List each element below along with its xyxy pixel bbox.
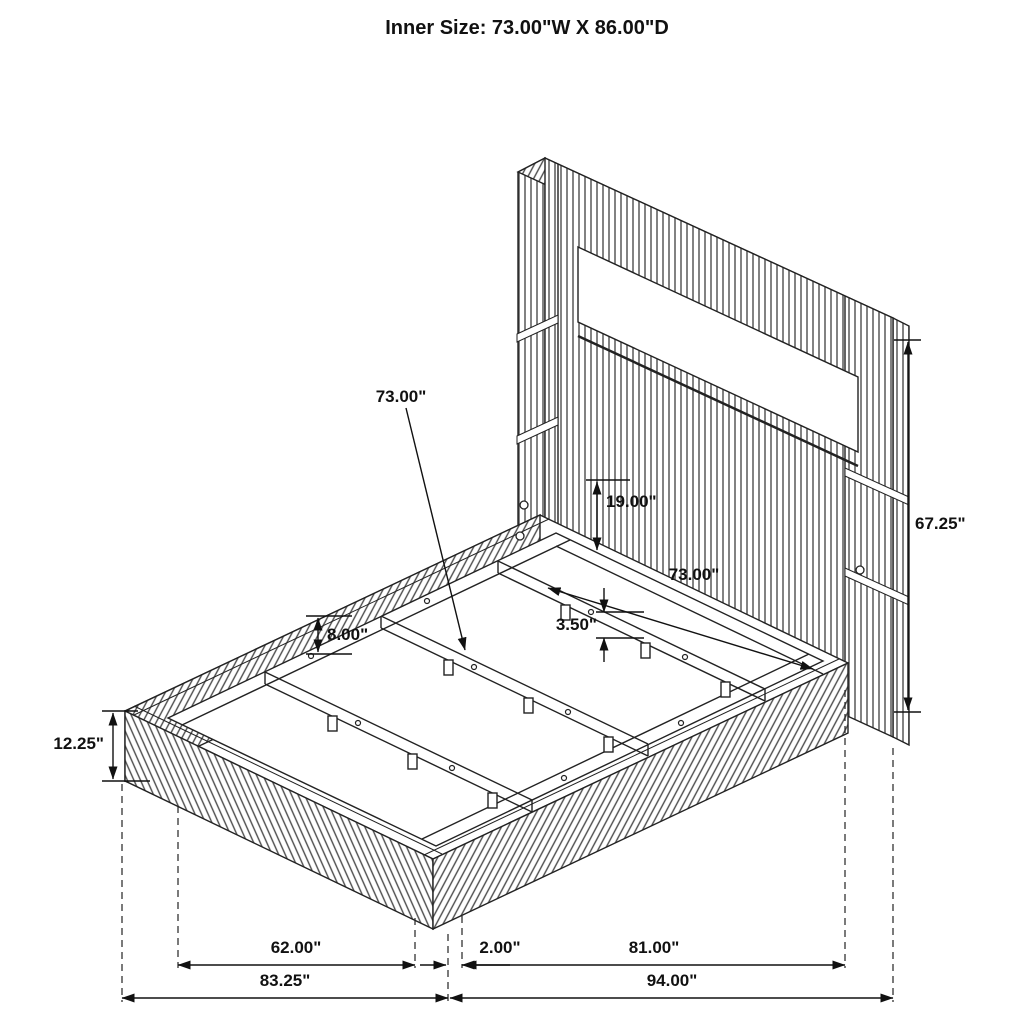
bolt-holes <box>515 500 865 575</box>
slat-foot <box>640 642 651 659</box>
extension-lines <box>121 690 894 1002</box>
dim-leader-slat-width <box>405 407 467 651</box>
post-accent-band <box>516 416 559 445</box>
post-accent-band <box>516 314 559 343</box>
rim-seam <box>133 518 550 716</box>
dim-inner-width <box>547 587 814 670</box>
dim-label-overall-depth: 94.00" <box>647 971 698 990</box>
panel-light-bar <box>577 334 859 468</box>
dim-label-overall-width: 83.25" <box>260 971 311 990</box>
left-ledge <box>181 539 571 726</box>
slat-foot <box>523 697 534 714</box>
dim-label-inner-depth: 81.00" <box>629 938 680 957</box>
right-rail-face <box>432 661 849 931</box>
slat-foot <box>720 681 731 698</box>
rim-seam <box>423 658 840 856</box>
slat-foot <box>487 792 498 809</box>
slat <box>264 671 533 813</box>
slat-foot <box>327 715 338 732</box>
dimension-lines <box>102 339 921 1003</box>
dim-label-rail-height: 8.00" <box>327 625 368 644</box>
dim-label-panel-height: 19.00" <box>606 492 657 511</box>
slat-foot <box>407 753 418 770</box>
headboard-right-face <box>892 316 910 747</box>
dim-label-headboard-height: 67.25" <box>915 514 966 533</box>
dim-label-slat-width: 73.00" <box>376 387 427 406</box>
slat-foot <box>443 659 454 676</box>
diagram-title: Inner Size: 73.00"W X 86.00"D <box>385 17 669 39</box>
dim-label-inner-width: 73.00" <box>669 565 720 584</box>
dim-label-slat-thickness: 3.50" <box>556 615 597 634</box>
slat-foot <box>603 736 614 753</box>
dim-label-footboard-inner-width: 62.00" <box>271 938 322 957</box>
dim-label-footboard-height: 12.25" <box>53 734 104 753</box>
right-ledge <box>421 653 810 840</box>
slat <box>380 615 649 757</box>
dim-label-rail-offset: 2.00" <box>479 938 520 957</box>
rim-seam <box>133 705 443 855</box>
headboard-panel <box>577 245 859 454</box>
